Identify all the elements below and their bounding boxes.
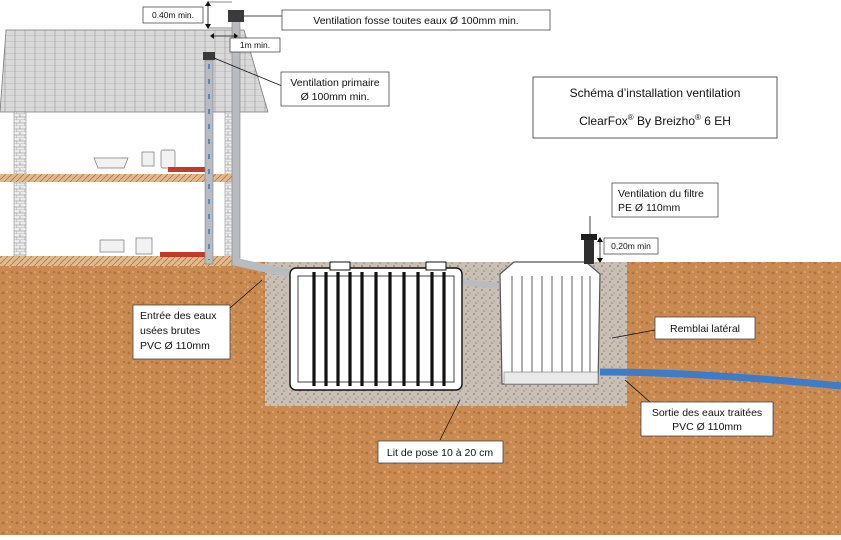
outlet-pipe: [599, 368, 841, 390]
ground-floor: [0, 256, 237, 266]
title-sep: By Breizho: [634, 114, 696, 128]
offset-box: [229, 37, 281, 53]
filter-vent-cap: [581, 234, 597, 240]
vent-main-box: [281, 9, 551, 31]
outlet-line1: Sortie des eaux traitées: [652, 407, 762, 419]
bathtub: [93, 157, 129, 169]
reg-mark-2: ®: [695, 113, 701, 122]
filter-height-box: [603, 237, 659, 255]
inlet-line3: PVC Ø 110mm: [140, 340, 210, 352]
vent-height-label: 0.40m min.: [152, 10, 194, 20]
vent-cap: [228, 10, 244, 22]
primary-vent-box: [280, 71, 390, 107]
sink: [141, 151, 155, 167]
title-line2: ClearFox® By Breizho® 6 EH: [579, 113, 731, 128]
filter-vent-pipe: [584, 238, 594, 264]
filter-height-label: 0,20m min: [611, 241, 651, 251]
toilet: [160, 149, 176, 169]
filter-unit: [499, 261, 601, 385]
inlet-line2: usées brutes: [140, 325, 200, 337]
title-box: [532, 76, 778, 139]
house: [0, 29, 269, 266]
upper-drain: [168, 167, 210, 172]
lower-drain: [160, 252, 210, 257]
filter-vent-line1: Ventilation du filtre: [618, 188, 704, 200]
inlet-box: [132, 304, 231, 360]
backfill-box: [654, 316, 756, 340]
title-brand: ClearFox: [579, 114, 628, 128]
wall-left: [13, 111, 27, 263]
septic-tank: [289, 261, 463, 391]
outlet-box: [640, 401, 774, 437]
washing-machine: [135, 237, 153, 255]
outlet-line2: PVC Ø 110mm: [672, 421, 742, 433]
title-suffix: 6 EH: [701, 114, 731, 128]
main-vent-pipe: [231, 17, 241, 267]
filter-vent-line2: PE Ø 110mm: [618, 202, 680, 214]
inlet-line1: Entrée des eaux: [140, 310, 217, 322]
filter-vent-box: [611, 182, 719, 218]
vent-offset-label: 1m min.: [240, 40, 270, 50]
backfill-label: Remblai latéral: [670, 323, 740, 335]
upper-floor: [0, 174, 237, 182]
kitchen-sink: [99, 239, 125, 253]
inlet-pipe: [235, 258, 293, 278]
primary-vent-line2: Ø 100mm min.: [301, 91, 370, 103]
height-box: [142, 6, 204, 24]
vent-main-label: Ventilation fosse toutes eaux Ø 100mm mi…: [313, 15, 518, 27]
connecting-pipe: [461, 279, 501, 289]
bedding-label: Lit de pose 10 à 20 cm: [387, 447, 493, 459]
roof: [0, 29, 269, 113]
title-line1: Schéma d’installation ventilation: [570, 86, 741, 100]
primary-vent-cap: [203, 52, 215, 60]
reg-mark-1: ®: [628, 113, 634, 122]
bedding-box: [377, 440, 504, 464]
primary-vent-line1: Ventilation primaire: [290, 77, 379, 89]
